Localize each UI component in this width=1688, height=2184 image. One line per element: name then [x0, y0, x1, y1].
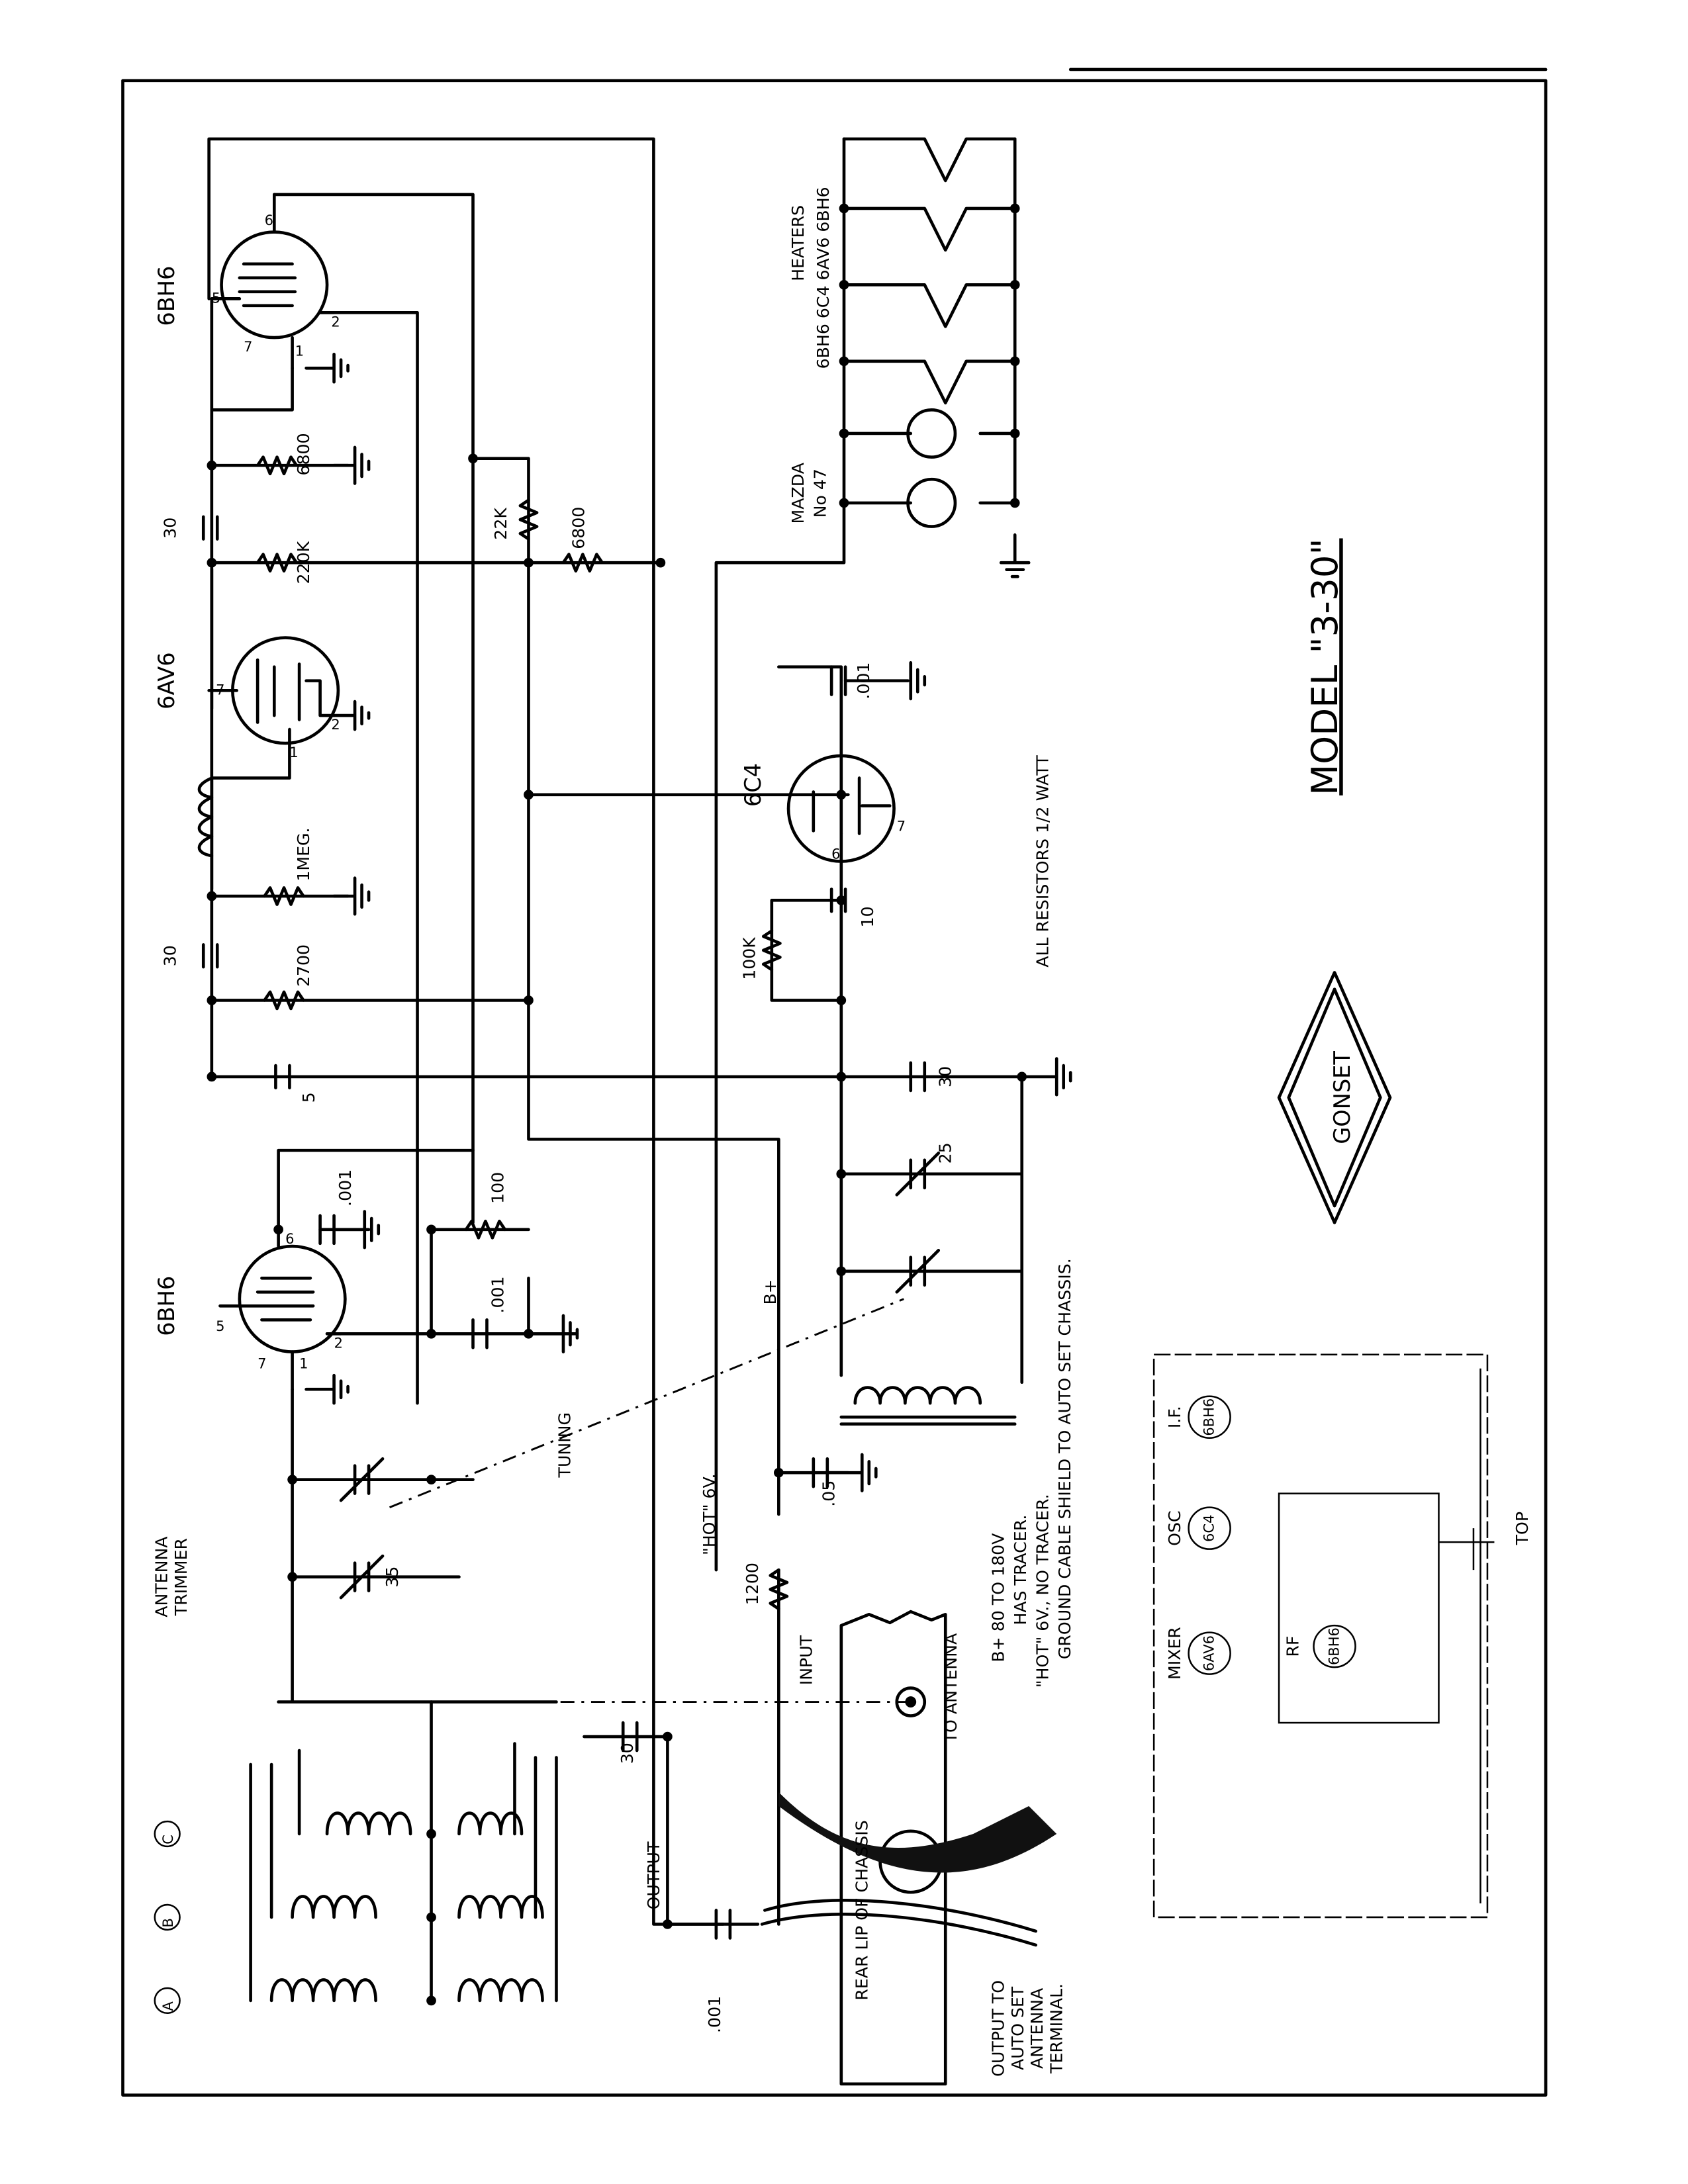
output-note: TERMINAL.: [1047, 1983, 1066, 2074]
cap-label: 25: [936, 1142, 955, 1163]
hot-cable-note: "HOT" 6V., NO TRACER.: [1033, 1494, 1053, 1688]
layout-osc-tube: 6C4: [1201, 1514, 1217, 1541]
layout-rf-tube: 6BH6: [1326, 1627, 1342, 1665]
gonset-logo: GONSET: [1277, 971, 1392, 1224]
tube-layout-view: [1152, 1353, 1495, 1919]
tracer-note: HAS TRACER.: [1011, 1515, 1030, 1625]
cap-label: .001: [705, 1996, 724, 2033]
b-plus-label: B+: [761, 1279, 780, 1304]
layout-mixer-tube: 6AV6: [1201, 1635, 1217, 1671]
layout-if-label: I.F.: [1165, 1406, 1184, 1428]
band-a-label: A: [160, 2001, 176, 2011]
tuning-gang-link: [389, 1298, 904, 1509]
input-label: INPUT: [797, 1635, 816, 1685]
cap-label: 30: [936, 1066, 955, 1087]
layout-if-tube: 6BH6: [1201, 1398, 1217, 1436]
tube-rf-6bh6: 6 5 7 1 2: [216, 1228, 347, 1391]
resistor-label: 6800: [294, 433, 313, 475]
cap-label: .001: [489, 1276, 508, 1313]
svg-text:1: 1: [289, 745, 298, 760]
cap-label: 5: [299, 1092, 318, 1103]
tube-label-rf: 6BH6: [154, 1276, 179, 1336]
cap-label: .001: [854, 662, 873, 700]
resistor-label: 22K: [491, 507, 510, 540]
resistor-label: 100: [489, 1172, 508, 1204]
to-antenna-label: TO ANTENNA: [941, 1633, 961, 1743]
cap-label: .001: [336, 1169, 355, 1206]
band-selector: [154, 1820, 181, 2015]
svg-text:1: 1: [299, 1356, 308, 1372]
hot-6v-label: "HOT" 6V.: [700, 1473, 719, 1555]
svg-text:6: 6: [285, 1231, 294, 1247]
svg-text:2: 2: [331, 314, 340, 330]
rear-lip-label: REAR LIP OF CHASSIS: [853, 1820, 872, 2000]
band-b-label: B: [160, 1918, 176, 1927]
cap-label: 30: [160, 945, 179, 966]
layout-mixer-label: MIXER: [1165, 1627, 1184, 1680]
resistor-label: 220K: [294, 540, 313, 584]
output-note: ANTENNA: [1027, 1987, 1047, 2069]
lamp-brand: MAZDA: [788, 462, 808, 523]
cap-label: .05: [819, 1480, 838, 1507]
lamp-number: No 47: [811, 469, 830, 518]
capacitors: [201, 515, 941, 1940]
band-c-label: C: [160, 1835, 176, 1844]
svg-text:6: 6: [831, 846, 840, 862]
antenna-trimmer-label: TRIMMER: [171, 1538, 191, 1616]
output-note: OUTPUT TO: [988, 1980, 1008, 2077]
cap-label: 35: [383, 1567, 402, 1588]
output-note: AUTO SET: [1008, 1986, 1027, 2070]
svg-text:7: 7: [244, 339, 252, 355]
svg-text:5: 5: [216, 1318, 224, 1334]
tuning-label: TUNING: [555, 1412, 574, 1478]
svg-text:2: 2: [334, 1335, 343, 1351]
bplus-cable-note: B+ 80 TO 180V: [988, 1533, 1008, 1662]
tube-rf-6bh6-if: 6 5 7 1 2: [212, 193, 340, 370]
cap-label: 30: [160, 518, 179, 539]
tube-mixer-6av6: 7 1 2: [216, 636, 340, 760]
wiring: [207, 137, 1058, 1926]
logo-text: GONSET: [1329, 1051, 1355, 1144]
layout-osc-label: OSC: [1165, 1510, 1184, 1545]
heater-string: [839, 137, 1020, 528]
svg-text:7: 7: [258, 1356, 266, 1372]
resistor-label: 2700: [294, 944, 313, 987]
layout-rf-label: RF: [1283, 1636, 1302, 1657]
resistor-label: 6800: [569, 507, 588, 549]
svg-text:6: 6: [265, 212, 273, 228]
ground-symbols: [305, 352, 1072, 1492]
output-label: OUTPUT: [644, 1841, 663, 1909]
tube-label-if: 6BH6: [154, 266, 179, 326]
svg-text:2: 2: [331, 717, 340, 733]
resistor-label: 1200: [743, 1563, 762, 1605]
resistors: [256, 455, 789, 1611]
svg-text:7: 7: [216, 682, 224, 698]
heaters-heading: HEATERS: [788, 205, 808, 281]
cap-label: 10: [858, 906, 877, 927]
svg-text:7: 7: [897, 818, 906, 834]
cap-label: 30: [618, 1743, 637, 1764]
rear-chassis: [760, 1610, 1057, 2086]
ground-cable-note: GROUND CABLE SHIELD TO AUTO SET CHASSIS.: [1055, 1258, 1074, 1659]
svg-text:5: 5: [212, 291, 220, 306]
svg-text:1: 1: [295, 343, 304, 359]
tube-label-mixer: 6AV6: [154, 652, 179, 709]
layout-top-label: TOP: [1513, 1512, 1532, 1545]
resistor-label: 1MEG.: [294, 827, 313, 881]
tube-label-osc: 6C4: [740, 763, 766, 807]
tube-osc-6c4: 67: [786, 754, 906, 863]
antenna-trimmer-label: ANTENNA: [152, 1536, 171, 1617]
model-title: MODEL "3-30": [1303, 538, 1346, 795]
heaters-tubes: 6BH6 6C4 6AV6 6BH6: [814, 187, 833, 369]
inductors: [197, 776, 1017, 2003]
resistor-label: 100K: [740, 936, 759, 980]
page-border: [121, 79, 1548, 2097]
resistor-note: ALL RESISTORS 1/2 WATT: [1033, 755, 1053, 968]
